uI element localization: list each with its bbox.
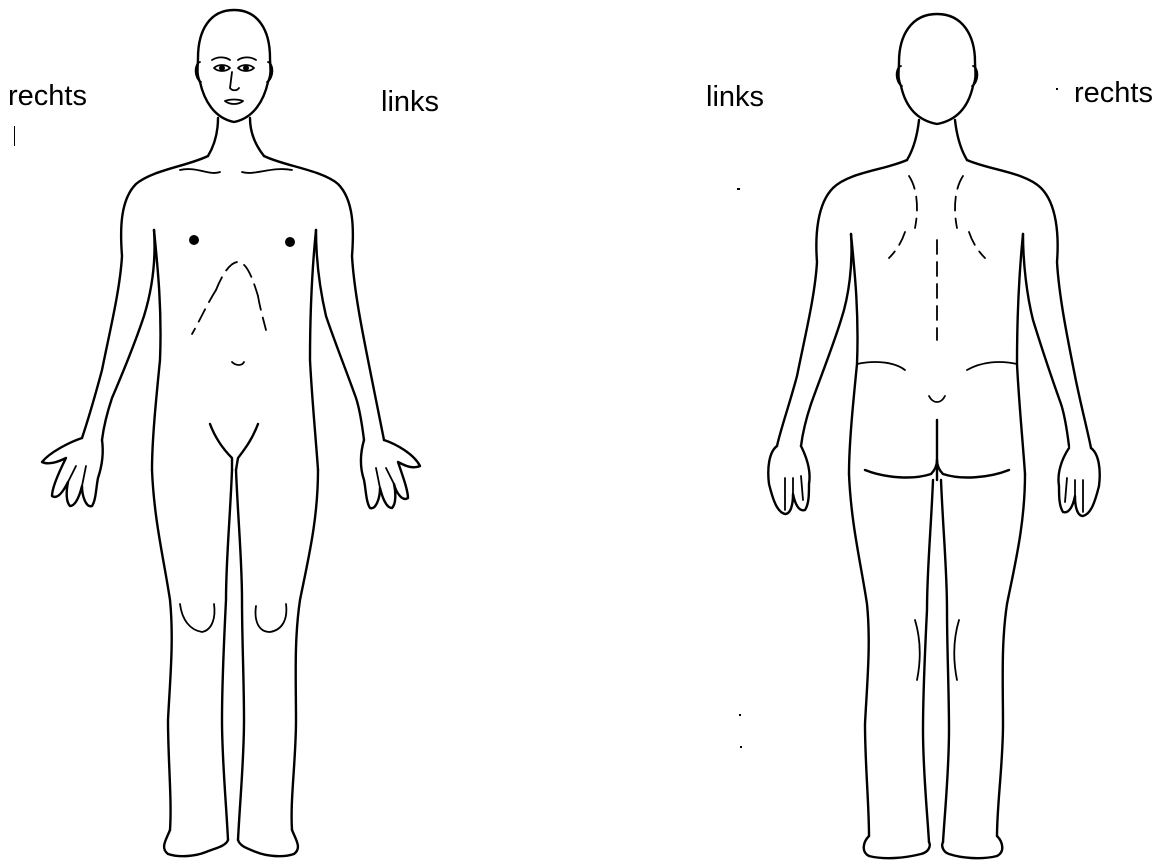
scan-mark bbox=[14, 126, 15, 146]
body-front-view bbox=[20, 0, 440, 860]
scan-mark bbox=[740, 746, 742, 748]
human-body-back-icon bbox=[745, 0, 1135, 860]
scan-mark bbox=[737, 188, 740, 190]
scan-mark bbox=[1056, 88, 1058, 90]
scan-mark bbox=[739, 714, 741, 716]
human-body-front-icon bbox=[20, 0, 440, 860]
body-back-view bbox=[745, 0, 1135, 860]
